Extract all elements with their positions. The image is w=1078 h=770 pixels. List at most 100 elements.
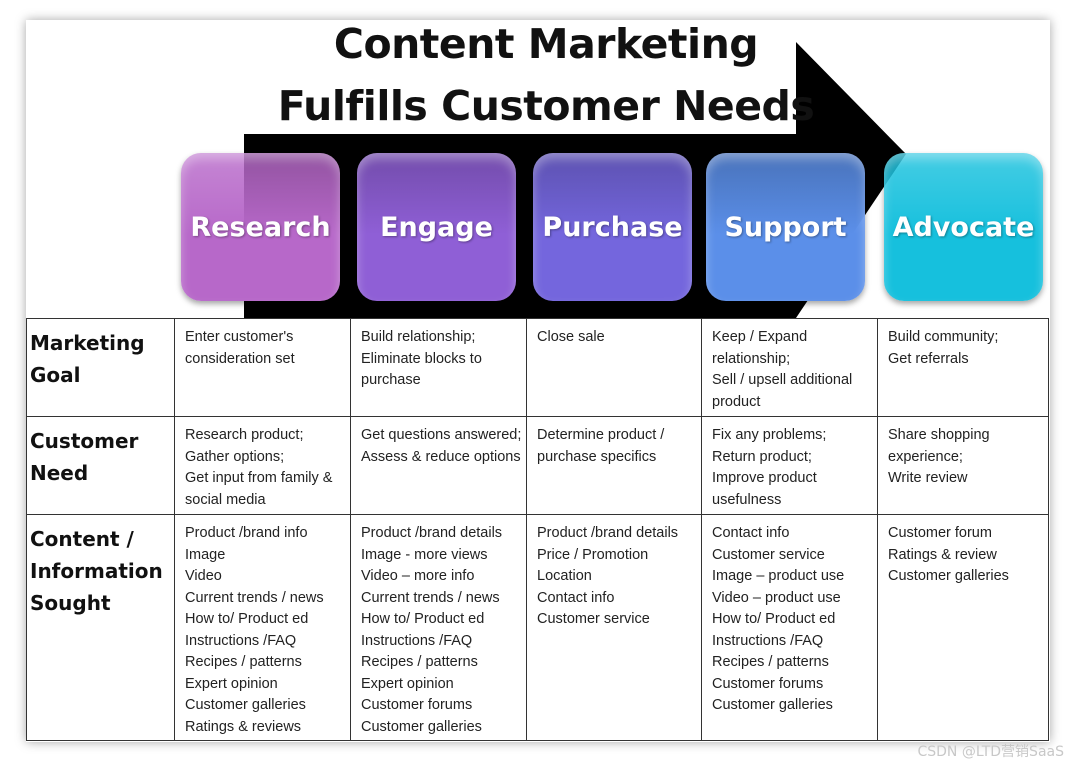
table-cell: Get questions answered; Assess & reduce o…: [350, 416, 527, 515]
cell-line: purchase: [361, 372, 421, 388]
watermark: CSDN @LTD营销SaaS: [917, 744, 1064, 760]
table-cell: Research product; Gather options; Get inpu…: [174, 416, 351, 515]
diagram-frame: Content Marketing Fulfills Customer Need…: [26, 20, 1050, 742]
cell-line: Eliminate blocks to: [361, 350, 482, 367]
table-cell: Build community; Get referrals: [877, 318, 1049, 417]
cell-line: Recipes / patterns: [185, 654, 302, 670]
row-header-line: Content /: [30, 527, 134, 551]
stage-research: Research: [181, 153, 340, 301]
cell-line: Customer galleries: [361, 718, 482, 735]
cell-line: Ratings & reviews: [185, 718, 302, 735]
stage-support: Support: [706, 153, 865, 301]
cell-line: Image: [185, 546, 226, 563]
cell-line: relationship;: [712, 350, 791, 367]
cell-line: usefulness: [712, 491, 782, 508]
cell-line: Customer service: [537, 611, 650, 627]
cell-line: Current trends / news: [185, 589, 324, 606]
cell-line: Customer service: [712, 546, 825, 563]
row-header-line: Sought: [30, 591, 111, 615]
cell-line: Current trends / news: [361, 589, 500, 606]
cell-line: Build community;: [888, 329, 999, 345]
cell-line: Customer forums: [361, 697, 473, 713]
cell-line: Product /brand info: [185, 525, 308, 541]
cell-line: Customer galleries: [888, 568, 1009, 584]
cell-line: Expert opinion: [185, 675, 278, 692]
cell-line: Instructions /FAQ: [361, 632, 473, 649]
cell-line: How to/ Product ed: [712, 611, 836, 627]
cell-line: Gather options;: [185, 448, 285, 465]
table-cell: Share shopping experience; Write review: [877, 416, 1049, 515]
cell-line: product: [712, 393, 761, 410]
cell-line: Customer galleries: [185, 697, 306, 713]
cell-line: Recipes / patterns: [712, 654, 829, 670]
cell-line: How to/ Product ed: [185, 611, 309, 627]
cell-line: social media: [185, 491, 266, 508]
stage-engage: Engage: [357, 153, 516, 301]
cell-line: How to/ Product ed: [361, 611, 485, 627]
cell-line: Video: [185, 568, 222, 584]
cell-line: Location: [537, 568, 592, 584]
cell-line: consideration set: [185, 350, 295, 367]
stage-advocate: Advocate: [884, 153, 1043, 301]
cell-line: Image – product use: [712, 568, 845, 584]
row-header-line: Customer: [30, 429, 139, 453]
row-header-line: Need: [30, 461, 89, 485]
cell-line: Assess & reduce options: [361, 448, 521, 465]
cell-line: Return product;: [712, 448, 812, 465]
cell-line: Determine product /: [537, 427, 665, 443]
table-cell: Determine product / purchase specifics: [526, 416, 702, 515]
cell-line: Write review: [888, 470, 968, 486]
cell-line: Customer forums: [712, 675, 824, 692]
cell-line: purchase specifics: [537, 448, 657, 465]
table-cell: Fix any problems; Return product; Improve …: [701, 416, 878, 515]
cell-line: Contact info: [537, 589, 615, 606]
cell-line: Instructions /FAQ: [712, 632, 824, 649]
cell-line: Product /brand details: [537, 525, 679, 541]
cell-line: Research product;: [185, 427, 304, 443]
row-header-line: Information: [30, 559, 163, 583]
cell-line: Get input from family &: [185, 470, 333, 486]
stage-purchase: Purchase: [533, 153, 692, 301]
title-line-2: Fulfills Customer Needs: [277, 82, 815, 130]
cell-line: Ratings & review: [888, 546, 997, 563]
cell-line: Image - more views: [361, 546, 488, 563]
cell-line: experience;: [888, 448, 963, 465]
cell-line: Product /brand details: [361, 525, 503, 541]
cell-line: Recipes / patterns: [361, 654, 478, 670]
cell-line: Get questions answered;: [361, 427, 522, 443]
cell-line: Customer forum: [888, 525, 992, 541]
row-header-line: Marketing: [30, 331, 145, 355]
cell-line: Contact info: [712, 525, 790, 541]
cell-line: Customer galleries: [712, 697, 833, 713]
title-line-1: Content Marketing: [333, 20, 759, 68]
cell-line: Enter customer's: [185, 329, 294, 345]
cell-line: Price / Promotion: [537, 546, 649, 563]
table-cell: Close sale: [526, 318, 702, 417]
cell-line: Video – more info: [361, 568, 475, 584]
cell-line: Fix any problems;: [712, 427, 827, 443]
row-header-line: Goal: [30, 363, 81, 387]
cell-line: Improve product: [712, 470, 817, 486]
cell-line: Build relationship;: [361, 329, 476, 345]
cell-line: Expert opinion: [361, 675, 454, 692]
cell-line: Instructions /FAQ: [185, 632, 297, 649]
cell-line: Get referrals: [888, 350, 969, 367]
cell-line: Share shopping: [888, 427, 990, 443]
table-cell: Enter customer's consideration set: [174, 318, 351, 417]
cell-line: Sell / upsell additional: [712, 372, 853, 388]
cell-line: Video – product use: [712, 589, 841, 606]
cell-line: Close sale: [537, 329, 605, 345]
